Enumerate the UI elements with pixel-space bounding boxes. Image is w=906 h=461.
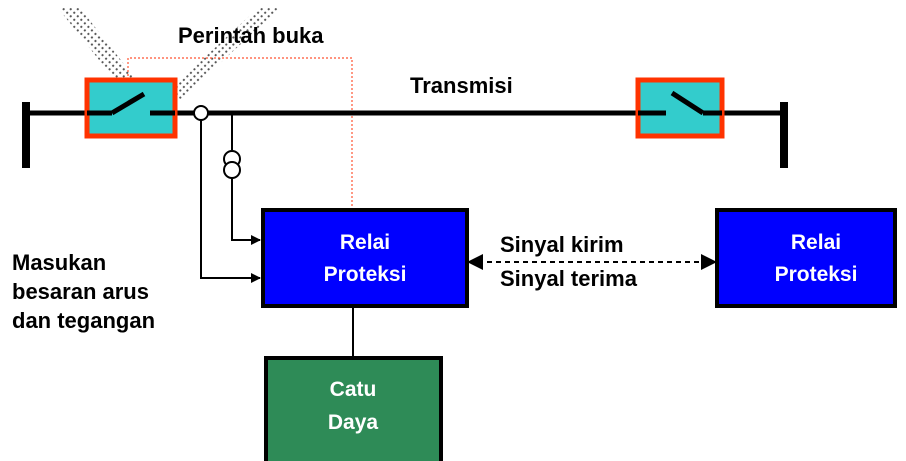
current-transformer-icon [193, 105, 209, 121]
relay-right [715, 208, 897, 308]
power-supply [264, 356, 443, 461]
input-label-line1: Masukan [12, 250, 106, 275]
voltage-input-wire [231, 178, 261, 245]
signal-arrow-right [701, 254, 717, 270]
transmission-label: Transmisi [410, 73, 513, 98]
voltage-transformer-icon [223, 150, 241, 179]
signal-arrow-left [467, 254, 483, 270]
circuit-breaker-right [635, 77, 725, 139]
current-input-wire [200, 120, 261, 283]
input-label-line3: dan tegangan [12, 308, 155, 333]
open-command-label: Perintah buka [178, 23, 324, 48]
relay-right-line2: Proteksi [775, 263, 858, 286]
input-label-line2: besaran arus [12, 279, 149, 304]
power-supply-line1: Catu [330, 378, 377, 401]
circuit-breaker-left [84, 77, 178, 139]
relay-right-line1: Relai [791, 231, 841, 254]
power-supply-line2: Daya [328, 411, 379, 434]
lightning-strike-icon [58, 8, 280, 100]
signal-send-label: Sinyal kirim [500, 232, 624, 257]
relay-left-line2: Proteksi [324, 263, 407, 286]
relay-left-line1: Relai [340, 231, 390, 254]
relay-left [261, 208, 469, 308]
signal-receive-label: Sinyal terima [500, 266, 638, 291]
